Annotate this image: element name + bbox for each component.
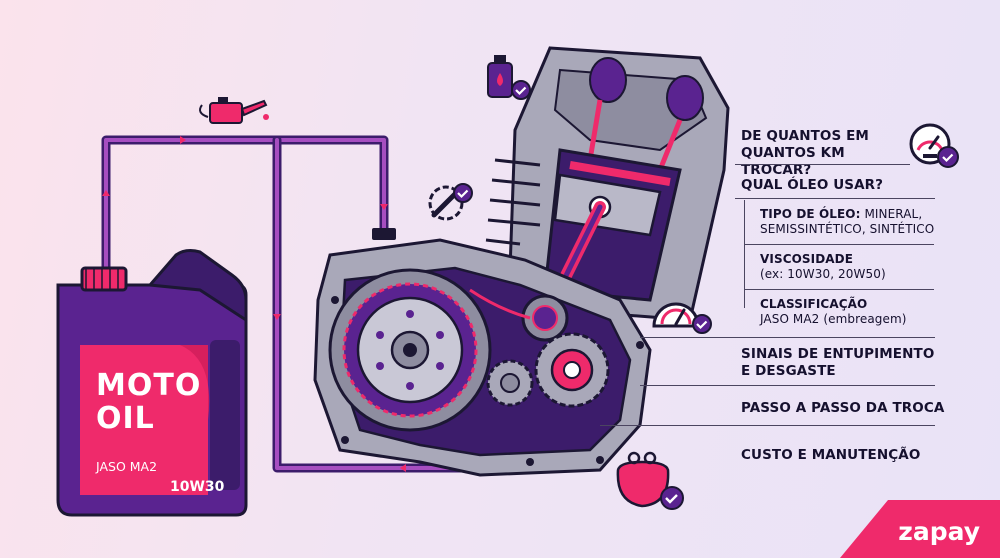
- coin-purse-check-icon: [616, 451, 684, 510]
- viscosity-heading: VISCOSIDADE: [760, 252, 854, 266]
- oil-circuit-pipes: [101, 135, 505, 473]
- label-clog-signs: SINAIS DE ENTUPIMENTO E DESGASTE: [741, 346, 935, 379]
- jug-spec: JASO MA2: [96, 459, 158, 474]
- pressure-gauge-icon: [652, 302, 712, 334]
- divider: [744, 244, 934, 245]
- divider: [735, 164, 910, 165]
- label-classification: CLASSIFICAÇÃO JASO MA2 (embreagem): [760, 297, 907, 327]
- divider: [744, 289, 934, 290]
- jug-brand-line2: OIL: [96, 401, 155, 436]
- jug-brand-line1: MOTO: [96, 368, 202, 403]
- classification-heading: CLASSIFICAÇÃO: [760, 297, 868, 311]
- classification-value: JASO MA2 (embreagem): [760, 312, 907, 326]
- wrench-gear-icon: [428, 183, 473, 221]
- label-viscosity: VISCOSIDADE (ex: 10W30, 20W50): [760, 252, 886, 282]
- gauge-check-icon: [909, 123, 959, 168]
- tree-line: [744, 200, 745, 308]
- brand-logo: zapay: [898, 517, 980, 546]
- oil-type-heading: TIPO DE ÓLEO:: [760, 207, 861, 221]
- divider: [735, 198, 935, 199]
- oil-can-icon: [199, 97, 269, 124]
- jug-grade: 10W30: [170, 479, 225, 495]
- oil-jug: [56, 249, 248, 517]
- label-km-interval: DE QUANTOS EM QUANTOS KM TROCAR?: [741, 128, 869, 178]
- viscosity-example: (ex: 10W30, 20W50): [760, 267, 886, 281]
- label-cost: CUSTO E MANUTENÇÃO: [741, 447, 921, 463]
- engine-body: [313, 46, 730, 477]
- label-oil-type: TIPO DE ÓLEO: MINERAL, SEMISSINTÉTICO, S…: [760, 207, 960, 237]
- divider: [640, 385, 935, 386]
- divider: [640, 337, 935, 338]
- oil-bottle-check-icon: [487, 55, 531, 100]
- label-which-oil: QUAL ÓLEO USAR?: [741, 177, 884, 193]
- divider: [600, 425, 935, 426]
- label-step-by-step: PASSO A PASSO DA TROCA: [741, 400, 945, 416]
- oil-type-values: MINERAL, SEMISSINTÉTICO, SINTÉTICO: [760, 207, 935, 236]
- brand-corner: [840, 500, 1000, 558]
